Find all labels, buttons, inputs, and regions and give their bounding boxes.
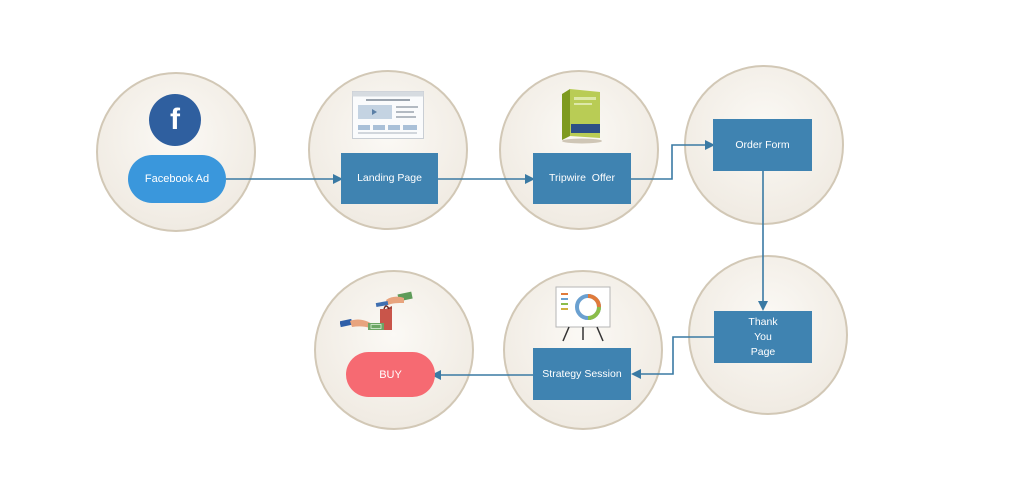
connector-tripwire-to-order <box>631 140 715 180</box>
node-landing-page-label: Landing Page <box>357 172 422 184</box>
node-circle-buy <box>314 270 474 430</box>
node-landing-page: Landing Page <box>341 153 438 204</box>
node-tripwire-offer: Tripwire Offer <box>533 153 631 204</box>
node-buy-label: BUY <box>379 368 402 381</box>
node-order-form: Order Form <box>713 119 812 171</box>
node-thank-you-page-label: Thank You Page <box>748 315 778 358</box>
node-tripwire-offer-label: Tripwire Offer <box>549 172 615 184</box>
presentation-chart-icon <box>555 286 611 342</box>
node-facebook-ad-label: Facebook Ad <box>144 173 210 185</box>
node-strategy-session-label: Strategy Session <box>542 367 622 380</box>
node-order-form-label: Order Form <box>735 138 790 151</box>
product-box-icon <box>562 89 602 144</box>
node-thank-you-page: Thank You Page <box>714 311 812 363</box>
node-facebook-ad: Facebook Ad <box>128 155 226 203</box>
node-strategy-session: Strategy Session <box>533 348 631 400</box>
facebook-icon: f <box>149 94 201 146</box>
facebook-icon-glyph: f <box>170 103 180 136</box>
shopping-payment-icon <box>340 291 413 330</box>
connector-thankyou-to-strategy <box>631 336 714 379</box>
node-buy: BUY <box>346 352 435 397</box>
web-page-icon <box>352 91 424 139</box>
